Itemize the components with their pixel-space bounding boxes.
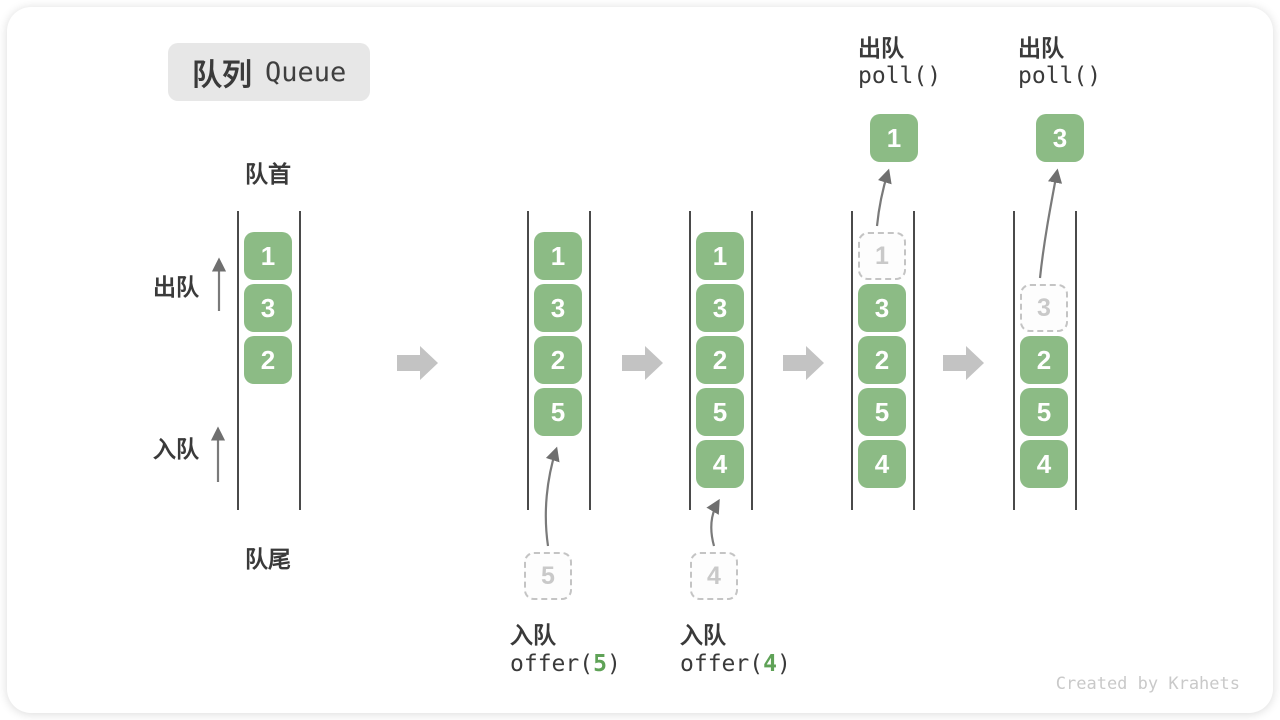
queue-cell-ghost: 1 <box>858 232 906 280</box>
enqueue-op-code: offer(5) <box>510 651 621 677</box>
queue-wall-left <box>851 211 853 510</box>
enqueue-side-label: 入队 <box>153 436 199 462</box>
queue-cell: 4 <box>858 440 906 488</box>
enqueue-op-code: offer(4) <box>680 651 791 677</box>
code-text: offer( <box>510 651 594 677</box>
queue-cell: 3 <box>858 284 906 332</box>
enqueue-op-label: 入队 <box>680 622 726 648</box>
queue-cell: 5 <box>1020 388 1068 436</box>
credit-text: Created by Krahets <box>1055 674 1240 694</box>
queue-wall-right <box>589 211 591 510</box>
queue-cell: 1 <box>696 232 744 280</box>
queue-front-label: 队首 <box>245 161 291 187</box>
dequeue-op-code: poll() <box>858 63 942 89</box>
enqueue-op-label: 入队 <box>510 622 556 648</box>
code-text: ) <box>606 651 621 677</box>
queue-cell: 2 <box>858 336 906 384</box>
title-en: Queue <box>265 56 347 88</box>
transition-arrow-icon <box>783 346 824 380</box>
queue-wall-right <box>1075 211 1077 510</box>
enqueue-pending-cell: 5 <box>524 552 572 600</box>
queue-cell: 5 <box>858 388 906 436</box>
queue-wall-right <box>751 211 753 510</box>
queue-cell-ghost: 3 <box>1020 284 1068 332</box>
queue-cell: 5 <box>534 388 582 436</box>
queue-wall-left <box>237 211 239 510</box>
queue-wall-left <box>527 211 529 510</box>
queue-cell: 2 <box>244 336 292 384</box>
dequeue-side-label: 出队 <box>153 274 199 300</box>
queue-cell: 2 <box>696 336 744 384</box>
enqueue-arrow <box>706 498 720 547</box>
queue-cell: 2 <box>1020 336 1068 384</box>
dequeue-arrow <box>1038 168 1063 279</box>
dequeue-op-label: 出队 <box>858 35 904 61</box>
queue-cell: 3 <box>534 284 582 332</box>
dequeued-cell: 1 <box>870 114 918 162</box>
queue-cell: 4 <box>696 440 744 488</box>
queue-cell: 3 <box>244 284 292 332</box>
queue-wall-right <box>913 211 915 510</box>
code-text: ) <box>776 651 791 677</box>
queue-cell: 1 <box>244 232 292 280</box>
title-badge: 队列 Queue <box>168 43 371 101</box>
dequeued-cell: 3 <box>1036 114 1084 162</box>
code-arg: 5 <box>593 651 607 677</box>
queue-cell: 5 <box>696 388 744 436</box>
dequeue-op-label: 出队 <box>1018 35 1064 61</box>
transition-arrow-icon <box>622 346 663 380</box>
queue-wall-left <box>1013 211 1015 510</box>
queue-cell: 4 <box>1020 440 1068 488</box>
dequeue-op-code: poll() <box>1018 63 1102 89</box>
queue-cell: 3 <box>696 284 744 332</box>
title-zh: 队列 <box>192 59 252 92</box>
dequeue-arrow <box>875 168 892 227</box>
transition-arrow-icon <box>397 346 438 380</box>
queue-wall-right <box>299 211 301 510</box>
queue-rear-label: 队尾 <box>245 546 291 572</box>
enqueue-pending-cell: 4 <box>690 552 738 600</box>
queue-cell: 2 <box>534 336 582 384</box>
enqueue-arrow <box>544 446 560 547</box>
queue-cell: 1 <box>534 232 582 280</box>
code-text: offer( <box>680 651 764 677</box>
transition-arrow-icon <box>943 346 984 380</box>
queue-wall-left <box>689 211 691 510</box>
code-arg: 4 <box>763 651 777 677</box>
